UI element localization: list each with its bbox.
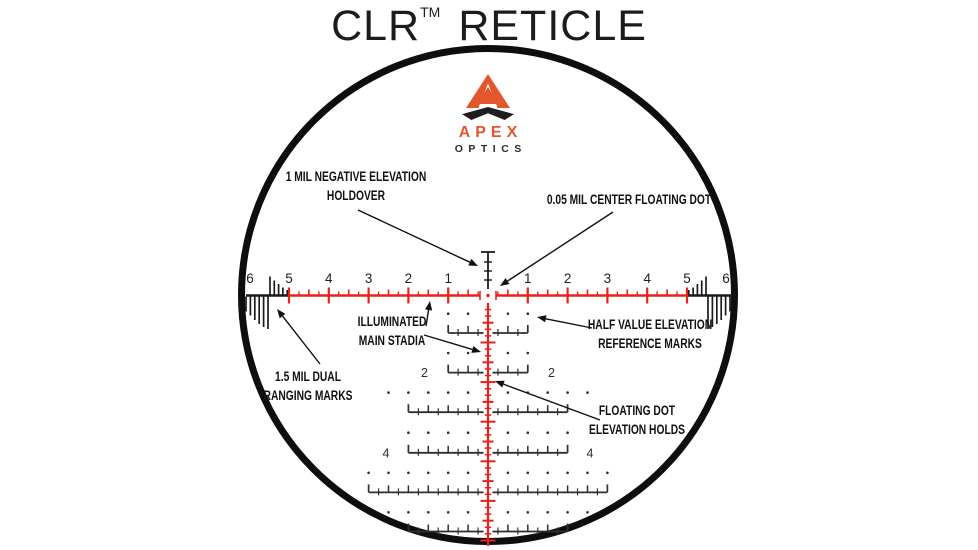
horizontal-stadia — [246, 287, 732, 304]
annotation-line: REFERENCE MARKS — [598, 336, 702, 351]
page-title: CLRTM RETICLE — [331, 2, 647, 51]
elevation-tree: 2 2 4 4 — [367, 325, 609, 535]
svg-text:2: 2 — [405, 271, 413, 286]
annotation-line: HALF VALUE ELEVATION — [587, 317, 713, 332]
svg-text:2: 2 — [564, 271, 572, 286]
svg-text:4: 4 — [383, 446, 390, 460]
svg-text:4: 4 — [643, 271, 651, 286]
annotation-center-floating-dot: 0.05 MIL CENTER FLOATING DOT — [547, 190, 711, 209]
annotation-negative-elevation-holdover: 1 MIL NEGATIVE ELEVATION HOLDOVER — [286, 167, 427, 205]
annotation-line: RANGING MARKS — [263, 388, 353, 403]
svg-text:3: 3 — [365, 271, 373, 286]
svg-text:5: 5 — [683, 271, 691, 286]
annotation-line: HOLDOVER — [326, 188, 386, 203]
annotation-illuminated-main-stadia: ILLUMINATED MAIN STADIA — [358, 312, 427, 350]
annotation-arrows — [277, 209, 614, 421]
apex-optics-logo: APEX OPTICS — [449, 74, 527, 155]
annotation-line: 1 MIL NEGATIVE ELEVATION — [285, 169, 427, 184]
apex-logo-icon — [461, 74, 515, 120]
vertical-stadia — [480, 303, 496, 546]
svg-text:2: 2 — [548, 366, 555, 380]
title-clr: CLR — [331, 2, 421, 50]
annotation-floating-dot-elevation-holds: FLOATING DOT ELEVATION HOLDS — [589, 401, 685, 439]
svg-text:5: 5 — [285, 271, 293, 286]
annotation-line: ILLUMINATED — [357, 314, 427, 329]
mil-numbers: 1 1 2 2 3 3 4 4 5 5 6 6 — [246, 271, 730, 286]
center-floating-dot — [486, 293, 490, 298]
annotation-line: MAIN STADIA — [358, 333, 426, 348]
annotation-line: 1.5 MIL DUAL — [275, 369, 341, 384]
svg-text:1: 1 — [444, 271, 452, 286]
svg-text:6: 6 — [722, 271, 730, 286]
negative-elevation-post — [481, 251, 495, 289]
annotation-dual-ranging-marks: 1.5 MIL DUAL RANGING MARKS — [264, 367, 353, 405]
trademark-symbol: TM — [420, 4, 441, 20]
annotation-line: 0.05 MIL CENTER FLOATING DOT — [546, 192, 712, 207]
annotation-half-value-reference-marks: HALF VALUE ELEVATION REFERENCE MARKS — [588, 315, 712, 353]
floating-dot-rows — [367, 312, 609, 514]
annotation-line: ELEVATION HOLDS — [589, 422, 685, 437]
logo-brand-text: APEX — [458, 124, 523, 141]
svg-text:2: 2 — [421, 366, 428, 380]
title-reticle: RETICLE — [458, 2, 647, 50]
svg-text:4: 4 — [325, 271, 333, 286]
svg-text:1: 1 — [524, 271, 532, 286]
annotation-line: FLOATING DOT — [598, 403, 676, 418]
logo-sub-text: OPTICS — [454, 143, 527, 155]
svg-text:4: 4 — [587, 446, 594, 460]
dual-ranging-marks — [245, 276, 731, 329]
svg-text:6: 6 — [246, 271, 254, 286]
svg-text:3: 3 — [604, 271, 612, 286]
